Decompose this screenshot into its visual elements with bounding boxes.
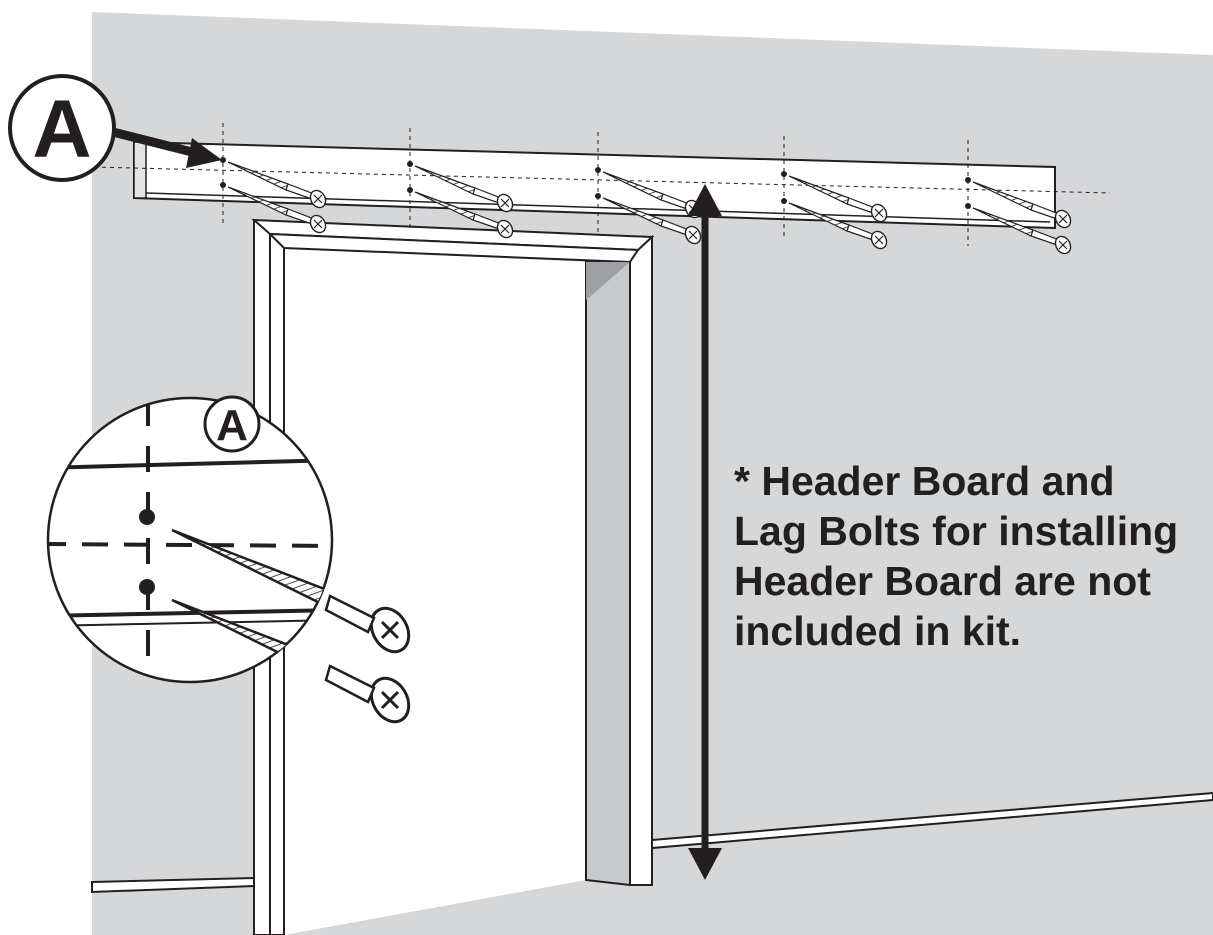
baseboard-right	[651, 791, 1213, 850]
kit-note: * Header Board and Lag Bolts for install…	[734, 456, 1204, 656]
kit-note-line-1: * Header Board and	[734, 458, 1115, 504]
kit-note-line-4: included in kit.	[734, 608, 1022, 654]
double-arrow-icon	[688, 184, 722, 880]
callout-a-letter: A	[32, 84, 91, 175]
detail-callout-letter: A	[216, 401, 248, 450]
callout-a-pointer	[103, 125, 222, 168]
right-door-jamb	[585, 261, 631, 887]
stud-guide-lines	[93, 123, 1111, 246]
callout-a-badge: A	[8, 74, 116, 182]
right-door-casing	[629, 234, 653, 886]
kit-note-line-2: Lag Bolts for installing	[734, 508, 1179, 554]
kit-note-line-3: Header Board are not	[734, 558, 1151, 604]
door-opening	[284, 248, 586, 935]
header-board-edge	[133, 141, 147, 199]
lag-bolts	[220, 157, 971, 209]
jamb-shadow	[586, 262, 630, 300]
detail-magnifier: A	[46, 395, 411, 724]
baseboard-left	[91, 876, 255, 894]
